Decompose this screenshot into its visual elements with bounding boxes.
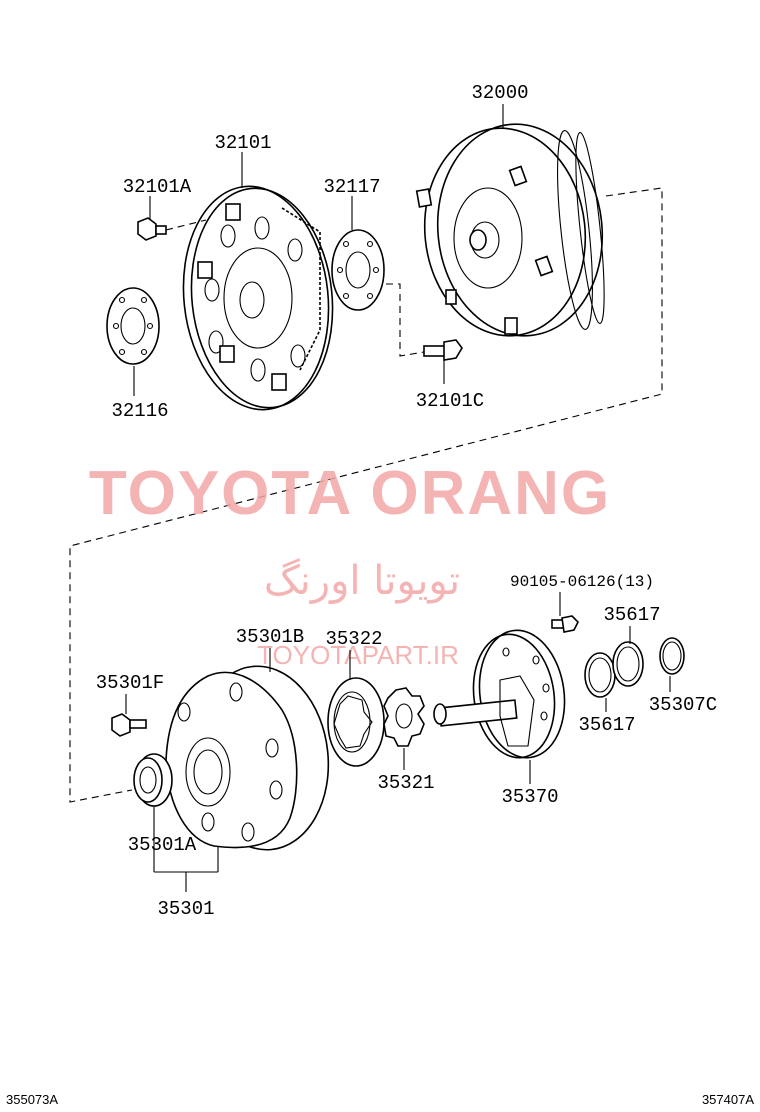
bolt-35301f[interactable] bbox=[111, 713, 147, 737]
watermark: TOYOTA ORANG تویوتا اورنگ TOYOTAPART.IR bbox=[89, 459, 611, 670]
bolt-32101a[interactable] bbox=[137, 217, 167, 241]
label-32101c[interactable]: 32101C bbox=[416, 390, 484, 412]
label-90105[interactable]: 90105-06126(13) bbox=[510, 573, 654, 591]
label-35617-top[interactable]: 35617 bbox=[603, 604, 660, 626]
seal-ring-1[interactable] bbox=[584, 652, 616, 698]
label-35301b[interactable]: 35301B bbox=[236, 626, 304, 648]
cover-plate[interactable] bbox=[331, 229, 385, 311]
label-35301a[interactable]: 35301A bbox=[128, 834, 197, 856]
leader-lines bbox=[125, 104, 671, 892]
spacer-plate[interactable] bbox=[106, 287, 160, 365]
stator-shaft[interactable] bbox=[433, 625, 572, 763]
oil-pump-body[interactable] bbox=[165, 660, 337, 857]
label-35322[interactable]: 35322 bbox=[325, 628, 382, 650]
label-35301[interactable]: 35301 bbox=[157, 898, 214, 920]
bolt-90105[interactable] bbox=[551, 615, 579, 633]
label-35370[interactable]: 35370 bbox=[501, 786, 558, 808]
seal-ring-2[interactable] bbox=[612, 641, 644, 687]
bolt-32101c[interactable] bbox=[423, 339, 463, 361]
label-35321[interactable]: 35321 bbox=[377, 772, 434, 794]
seal-ring-3[interactable] bbox=[659, 637, 685, 675]
footer-right-code: 357407A bbox=[702, 1092, 754, 1107]
torque-converter[interactable] bbox=[415, 116, 613, 344]
label-35617-bottom[interactable]: 35617 bbox=[578, 714, 635, 736]
watermark-brand: TOYOTA ORANG bbox=[89, 459, 611, 528]
dashed-enclosure bbox=[69, 187, 663, 803]
driven-gear[interactable] bbox=[327, 677, 385, 767]
label-32101[interactable]: 32101 bbox=[214, 132, 271, 154]
watermark-url: TOYOTAPART.IR bbox=[257, 640, 459, 670]
label-32117[interactable]: 32117 bbox=[323, 176, 380, 198]
drive-gear[interactable] bbox=[383, 687, 425, 747]
label-35301f[interactable]: 35301F bbox=[96, 672, 164, 694]
label-32116[interactable]: 32116 bbox=[111, 400, 168, 422]
watermark-persian: تویوتا اورنگ bbox=[264, 558, 460, 604]
oil-seal[interactable] bbox=[133, 753, 173, 807]
footer-left-code: 355073A bbox=[6, 1092, 58, 1107]
label-35307c[interactable]: 35307C bbox=[649, 694, 717, 716]
label-32000[interactable]: 32000 bbox=[471, 82, 528, 104]
drive-plate[interactable] bbox=[173, 179, 343, 417]
part-labels: 32000 32101 32101A 32117 32116 32101C 90… bbox=[96, 82, 717, 920]
label-32101a[interactable]: 32101A bbox=[123, 176, 192, 198]
